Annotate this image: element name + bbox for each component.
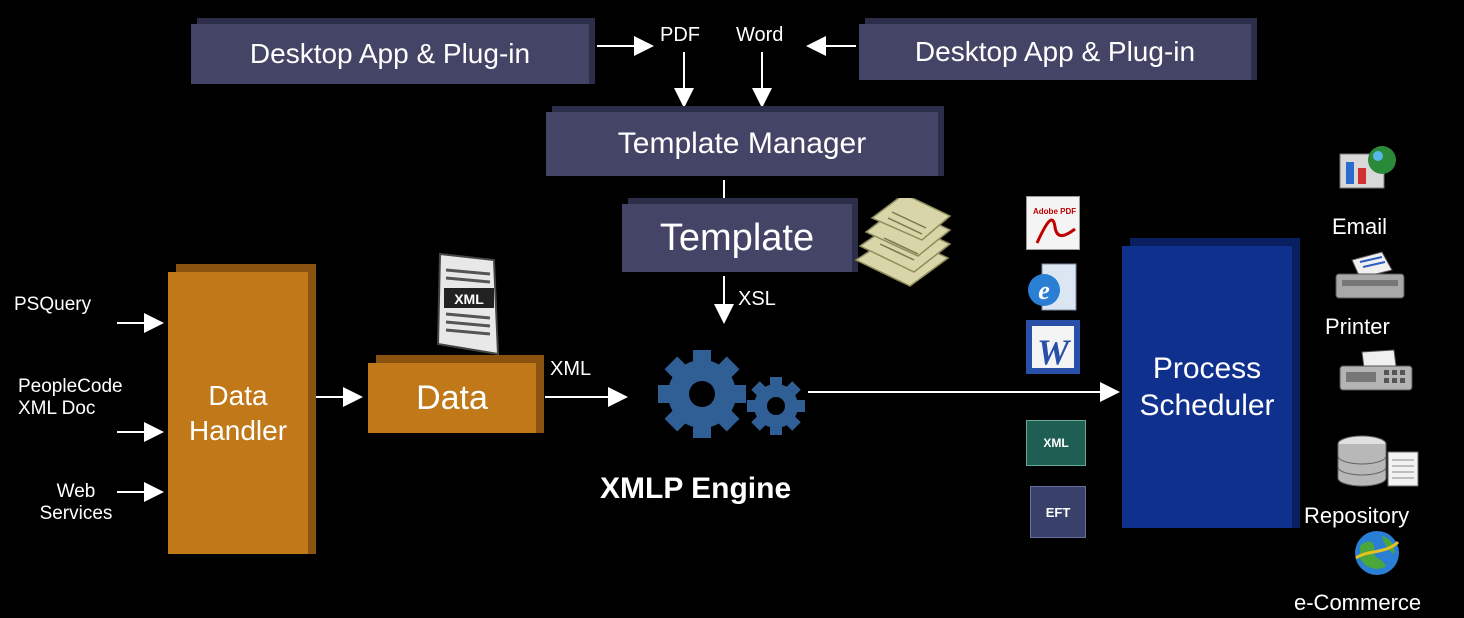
template-label: Template [659, 216, 815, 259]
template-manager-box: Template Manager [546, 112, 938, 176]
data-handler-box: Data Handler [168, 272, 308, 554]
word-format-icon: W [1026, 320, 1080, 374]
printer-icon [1335, 251, 1405, 299]
html-browser-icon: e [1028, 263, 1077, 311]
xml-document-icon-text: XML [454, 291, 484, 307]
template-documents-icon [854, 198, 952, 287]
xsl-label: XSL [738, 288, 776, 310]
xml-format-icon-text: XML [1043, 436, 1069, 450]
process-scheduler-box: Process Scheduler [1122, 246, 1292, 528]
output-ecommerce: e-Commerce [1294, 590, 1422, 615]
desktop-app-right-box: Desktop App & Plug-in [859, 24, 1251, 80]
eft-format-icon: EFT [1030, 486, 1086, 538]
email-icon [1339, 146, 1396, 189]
process-scheduler-label: Process Scheduler [1139, 351, 1275, 423]
output-email: Email [1332, 214, 1388, 239]
input-peoplecode: PeopleCode XML Doc [18, 376, 123, 419]
xml-format-icon: XML [1026, 420, 1086, 466]
gear-icon [658, 350, 805, 438]
pdf-label: PDF [660, 24, 700, 46]
desktop-app-right-label: Desktop App & Plug-in [914, 36, 1196, 67]
template-box: Template [622, 204, 852, 272]
pdf-format-icon-text: Adobe PDF [1033, 207, 1077, 216]
output-printer: Printer [1325, 314, 1390, 339]
pdf-format-icon: Adobe PDF [1026, 196, 1080, 250]
desktop-app-left-box: Desktop App & Plug-in [191, 24, 589, 84]
data-label: Data [416, 378, 488, 417]
xml-flow-label: XML [550, 358, 592, 380]
eft-format-icon-text: EFT [1045, 504, 1071, 520]
globe-icon [1355, 531, 1400, 575]
svg-text:W: W [1037, 332, 1072, 372]
input-web-services: Web Services [39, 481, 113, 524]
word-label: Word [736, 24, 784, 46]
desktop-app-left-label: Desktop App & Plug-in [249, 38, 531, 69]
database-icon [1337, 435, 1419, 487]
xml-document-icon: XML [436, 252, 500, 356]
svg-text:e: e [1038, 276, 1050, 305]
xmlp-engine-label: XMLP Engine [600, 472, 792, 505]
data-box: Data [368, 363, 536, 433]
fax-icon [1339, 349, 1413, 391]
template-manager-label: Template Manager [617, 127, 867, 160]
data-handler-label: Data Handler [188, 380, 288, 446]
output-repository: Repository [1304, 503, 1410, 528]
input-psquery: PSQuery [14, 294, 92, 315]
